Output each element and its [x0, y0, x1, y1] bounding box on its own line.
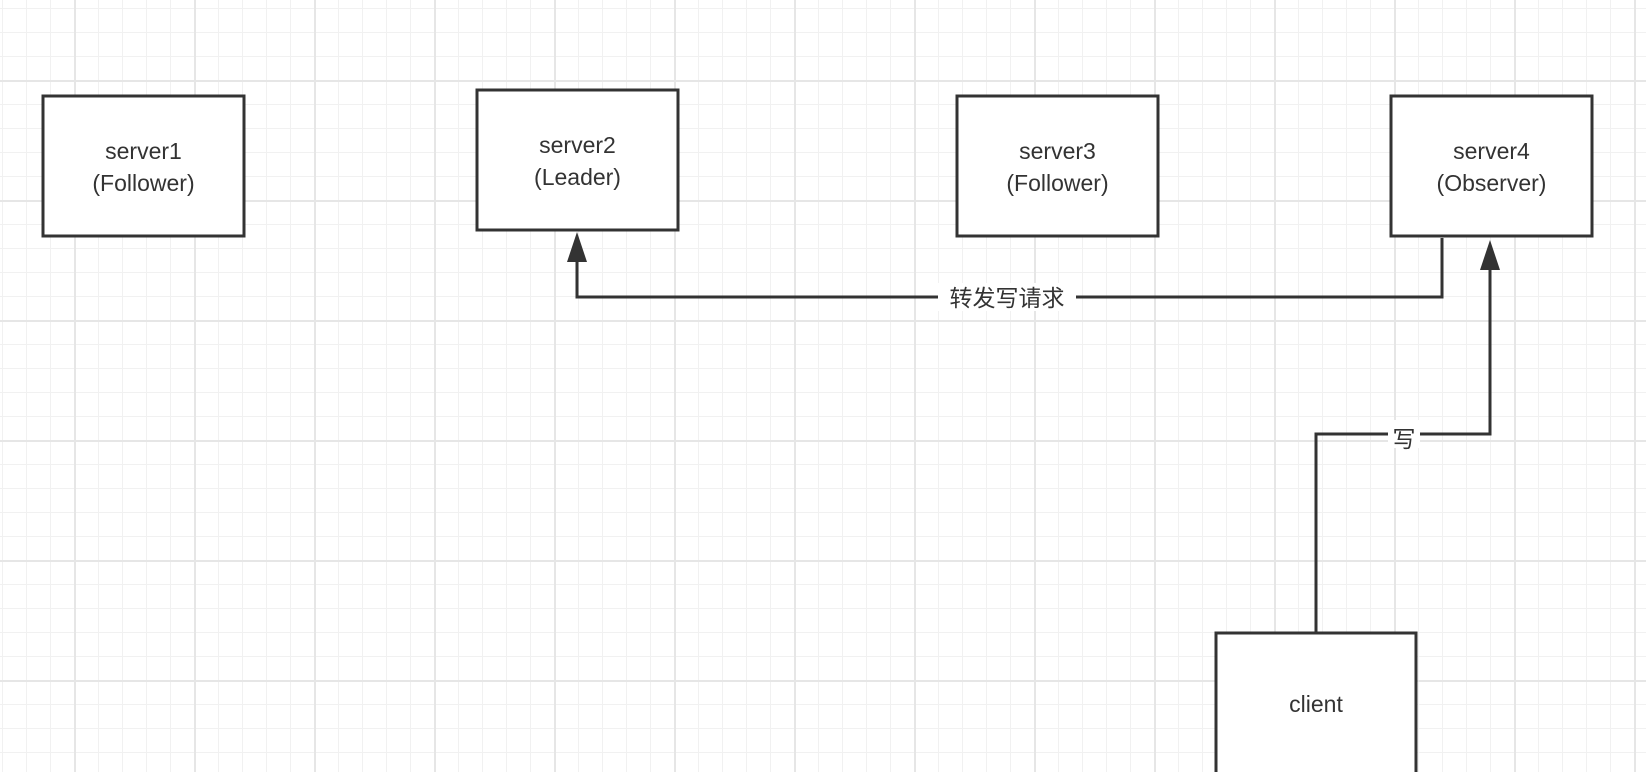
edge-write-arrowhead	[1480, 240, 1500, 270]
edge-write-label: 写	[1393, 427, 1416, 453]
node-client-box	[1214, 631, 1418, 772]
node-server3-box	[955, 94, 1160, 238]
node-server1-name: server1	[105, 138, 182, 164]
node-server2-box	[475, 88, 680, 232]
edge-forward-label-bg	[938, 283, 1076, 311]
node-client[interactable]: client	[1214, 631, 1418, 772]
node-server1-role: (Follower)	[92, 170, 194, 196]
node-server3-name: server3	[1019, 138, 1096, 164]
node-server3[interactable]: server3 (Follower)	[955, 94, 1160, 238]
edge-forward-label: 转发写请求	[950, 286, 1065, 312]
edge-forward-write[interactable]: 转发写请求	[567, 232, 1444, 312]
node-server4-box	[1389, 94, 1594, 238]
node-server1-box	[41, 94, 246, 238]
node-server4-role: (Observer)	[1437, 170, 1547, 196]
edge-write[interactable]: 写	[1314, 240, 1500, 633]
node-server2-role: (Leader)	[534, 164, 621, 190]
node-server2[interactable]: server2 (Leader)	[475, 88, 680, 232]
node-server1[interactable]: server1 (Follower)	[41, 94, 246, 238]
edge-forward-arrowhead	[567, 232, 587, 262]
edge-write-label-bg	[1388, 420, 1420, 448]
node-server4-name: server4	[1453, 138, 1530, 164]
node-server3-role: (Follower)	[1006, 170, 1108, 196]
node-server2-name: server2	[539, 132, 616, 158]
node-server4[interactable]: server4 (Observer)	[1389, 94, 1594, 238]
node-client-name: client	[1289, 691, 1343, 717]
